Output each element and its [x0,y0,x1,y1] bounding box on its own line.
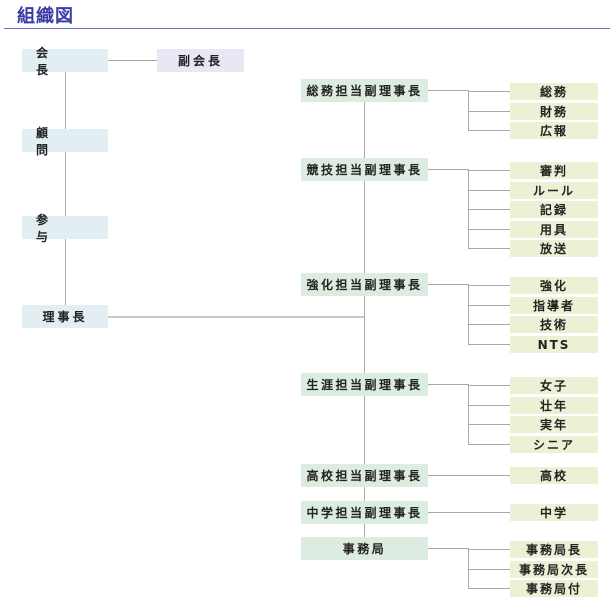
node-section: 用具 [510,221,598,238]
connector-section [468,130,510,131]
connector-section [468,170,510,171]
node-section: 技術 [510,316,598,333]
connector-chairman-divisions [108,316,364,318]
node-division: 競技担当副理事長 [301,158,428,181]
connector-section-spine [468,548,469,588]
node-division: 生涯担当副理事長 [301,373,428,396]
title-divider [4,28,610,29]
connector-section [468,111,510,112]
connector-section [468,405,510,406]
node-division: 高校担当副理事長 [301,464,428,487]
connector-section [468,549,510,550]
connector-division-branch [428,548,468,549]
connector-division-branch [428,284,468,285]
node-section: 女子 [510,377,598,394]
node-section: 事務局付 [510,580,598,597]
node-president: 会 長 [22,46,108,77]
node-section: 広報 [510,122,598,139]
node-section: 総務 [510,83,598,100]
connector-section [468,424,510,425]
node-section: 実年 [510,416,598,433]
connector-section [468,305,510,306]
node-section: NTS [510,336,598,353]
node-vice-president: 副会長 [157,49,244,72]
node-division: 強化担当副理事長 [301,273,428,296]
connector-section [468,248,510,249]
connector-section-spine [468,384,469,444]
node-counselor: 参 与 [22,213,108,244]
connector-section [468,588,510,589]
page-title: 組織図 [17,6,74,27]
connector-section [468,385,510,386]
node-chairman: 理事長 [22,305,108,328]
node-section: 中学 [510,504,598,521]
connector-division-branch [428,90,468,91]
node-section: 高校 [510,467,598,484]
connector-division-branch [428,384,468,385]
connector-section-spine [468,90,469,130]
connector-division-section [428,475,510,476]
node-division: 総務担当副理事長 [301,79,428,102]
node-section: 財務 [510,103,598,120]
node-division: 中学担当副理事長 [301,501,428,524]
node-section: 壮年 [510,397,598,414]
node-section: ルール [510,182,598,199]
node-section: 事務局長 [510,541,598,558]
node-advisor: 顧 問 [22,126,108,157]
connector-section-spine [468,169,469,248]
connector-section [468,190,510,191]
connector-division-spine [364,102,365,537]
node-section: 事務局次長 [510,561,598,578]
node-section: シニア [510,436,598,453]
connector-section [468,344,510,345]
connector-section [468,569,510,570]
node-section: 強化 [510,277,598,294]
node-section: 審判 [510,162,598,179]
connector-section [468,444,510,445]
connector-division-branch [428,169,468,170]
connector-division-section [428,512,510,513]
connector-section [468,91,510,92]
node-division: 事務局 [301,537,428,560]
connector-president-vice [108,60,157,61]
connector-section [468,229,510,230]
connector-left-spine [65,72,66,305]
connector-section-spine [468,284,469,344]
node-section: 指導者 [510,297,598,314]
connector-section [468,285,510,286]
node-section: 放送 [510,240,598,257]
connector-section [468,324,510,325]
connector-section [468,209,510,210]
node-section: 記録 [510,201,598,218]
